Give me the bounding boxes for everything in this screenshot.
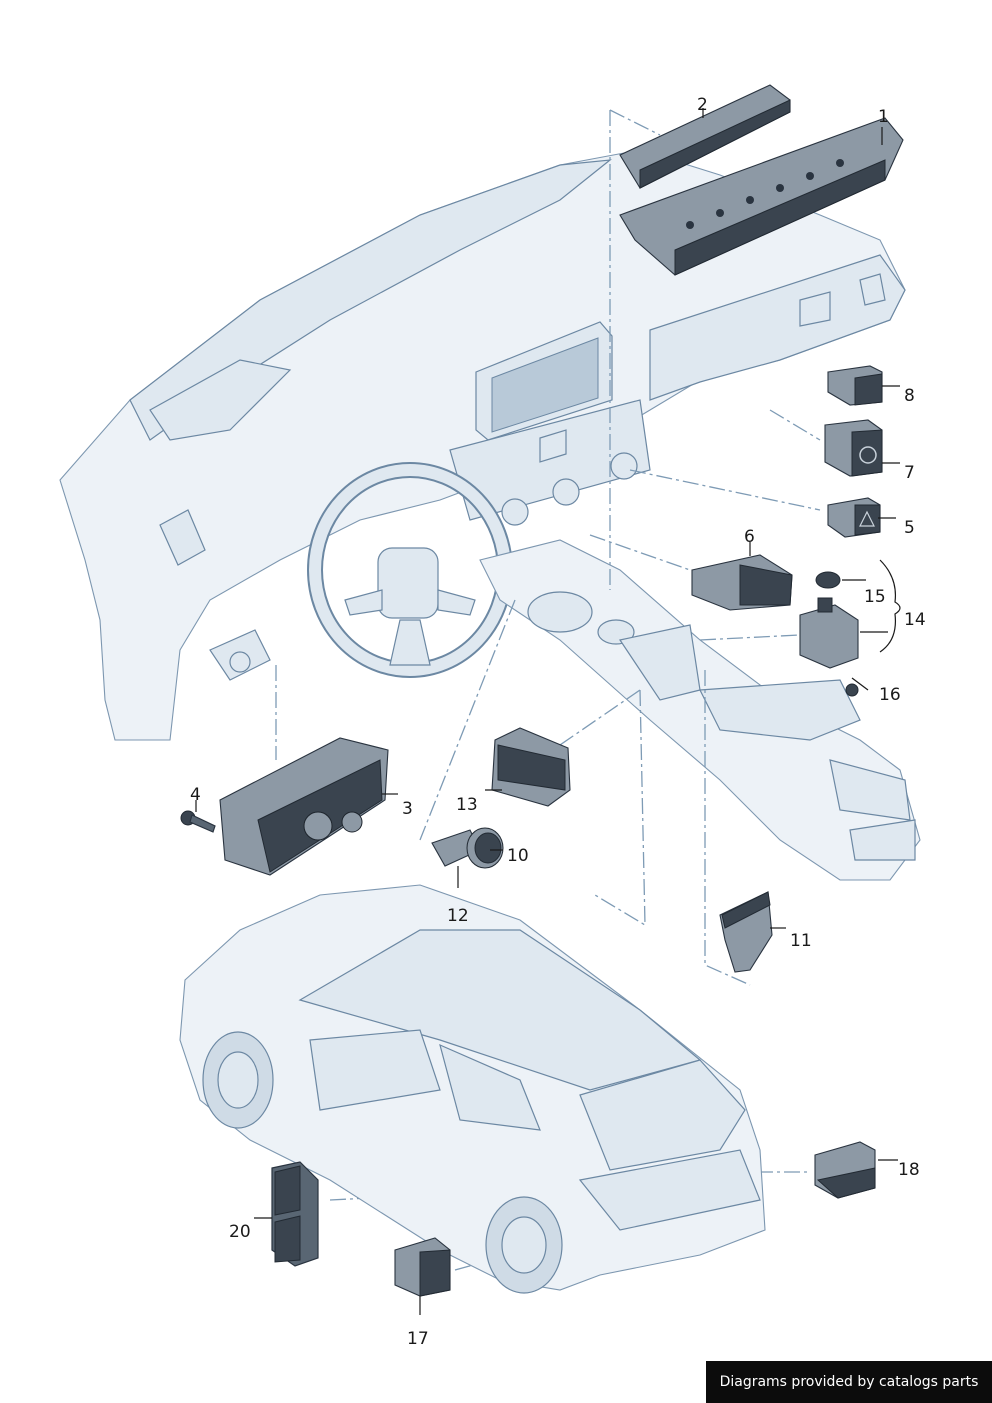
- callout-12: 12: [447, 906, 469, 926]
- part-20-switch: [271, 1161, 319, 1267]
- callout-18: 18: [898, 1160, 920, 1180]
- part-18-switch: [814, 1141, 876, 1199]
- part-10-start-button: [431, 827, 504, 869]
- part-14-adjuster: [799, 597, 859, 669]
- callout-16: 16: [879, 685, 901, 705]
- part-16-screw: [845, 683, 859, 697]
- callout-20: 20: [229, 1222, 251, 1242]
- parts: [180, 84, 904, 1297]
- callout-1: 1: [878, 107, 889, 127]
- callout-3: 3: [402, 799, 413, 819]
- callout-5: 5: [904, 518, 915, 538]
- part-2-trim-strip: [619, 84, 791, 189]
- part-15-knob: [815, 571, 841, 589]
- part-8-switch: [827, 365, 883, 406]
- part-6-switch-unit: [691, 554, 793, 611]
- callout-11: 11: [790, 931, 812, 951]
- part-13-window-switch: [491, 727, 571, 807]
- steering-wheel: [307, 462, 513, 678]
- part-4-screw: [180, 810, 216, 833]
- callout-4: 4: [190, 785, 201, 805]
- callout-13: 13: [456, 795, 478, 815]
- callout-14: 14: [904, 610, 926, 630]
- leader-lines: [195, 108, 901, 1315]
- vehicle-illustration: [179, 884, 766, 1294]
- catalog-credit-badge: Diagrams provided by catalogs parts: [706, 1361, 992, 1403]
- callout-8: 8: [904, 386, 915, 406]
- dashboard-illustration: [59, 149, 921, 881]
- callout-7: 7: [904, 463, 915, 483]
- part-5-hazard-switch: [827, 497, 881, 538]
- catalog-credit-text: Diagrams provided by catalogs parts: [719, 1374, 979, 1390]
- part-3-light-switch: [219, 737, 389, 876]
- part-1-switch-panel: [619, 117, 904, 276]
- part-7-switch: [824, 419, 883, 477]
- callout-6: 6: [744, 527, 755, 547]
- callout-17: 17: [407, 1329, 429, 1349]
- part-11-switch: [719, 891, 773, 973]
- callout-numbers: 1 2 3 4 5 6 7 8 10 11 12 13 14 15 16 17 …: [190, 95, 926, 1349]
- part-17-switch: [394, 1237, 451, 1297]
- callout-2: 2: [697, 95, 708, 115]
- callout-10: 10: [507, 846, 529, 866]
- callout-15: 15: [864, 587, 886, 607]
